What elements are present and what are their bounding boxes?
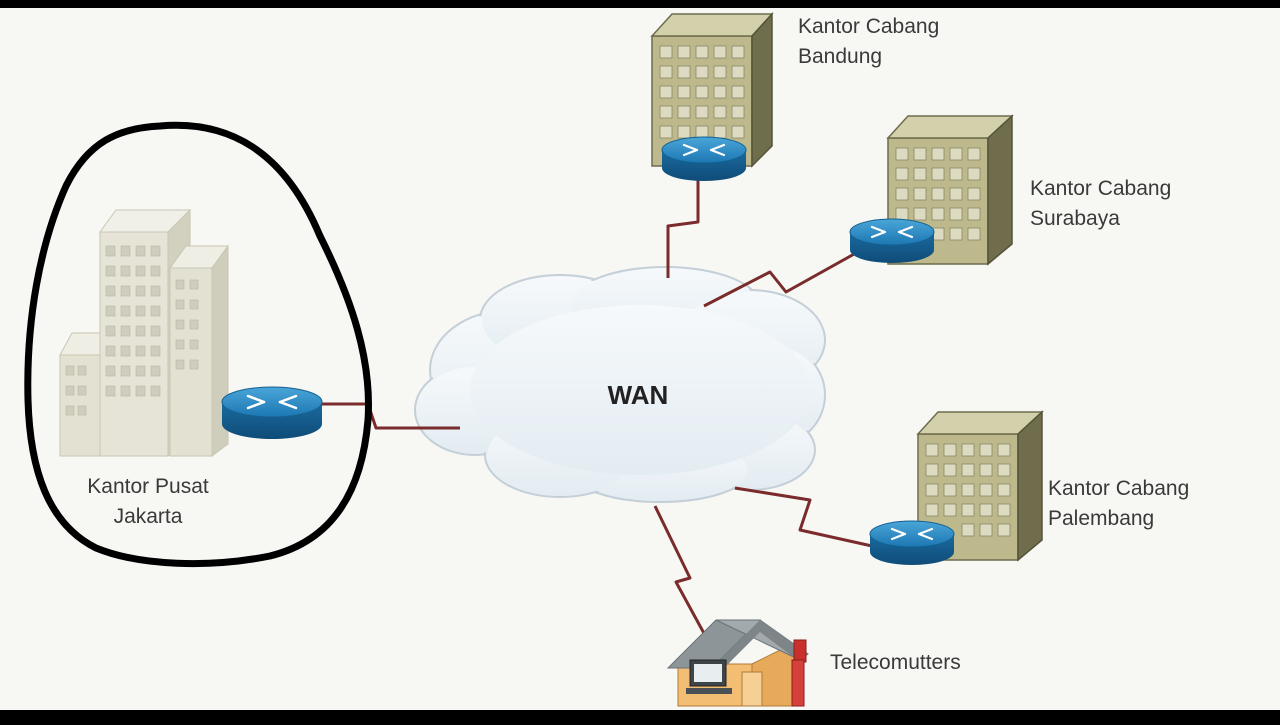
branch-label-bandung: Kantor Cabang Bandung bbox=[798, 12, 939, 72]
branch-label-palembang: Kantor Cabang Palembang bbox=[1048, 474, 1189, 534]
highlight-circle-hq bbox=[24, 121, 372, 568]
link-jakarta bbox=[318, 402, 460, 430]
branch-surabaya-line1: Kantor Cabang bbox=[1030, 177, 1172, 200]
wan-cloud bbox=[414, 266, 826, 503]
branch-building-surabaya bbox=[886, 114, 1014, 266]
hq-label: Kantor Pusat Jakarta bbox=[60, 472, 236, 532]
link-telecommuters bbox=[653, 505, 714, 649]
hq-building bbox=[59, 208, 229, 457]
branch-building-palembang bbox=[916, 410, 1044, 562]
hq-label-line2: Jakarta bbox=[113, 505, 183, 528]
branch-bandung-line1: Kantor Cabang bbox=[798, 15, 940, 38]
link-surabaya bbox=[703, 251, 857, 308]
branch-label-surabaya: Kantor Cabang Surabaya bbox=[1030, 174, 1171, 234]
router-icon-bandung bbox=[661, 136, 747, 181]
telecommuters-label: Telecomutters bbox=[830, 651, 961, 674]
hq-label-line1: Kantor Pusat bbox=[87, 475, 209, 498]
link-palembang bbox=[734, 486, 873, 548]
wan-links bbox=[318, 178, 873, 649]
house-icon bbox=[666, 619, 809, 707]
branch-bandung-line2: Bandung bbox=[798, 45, 883, 68]
branch-palembang-line2: Palembang bbox=[1048, 507, 1155, 530]
branch-surabaya-line2: Surabaya bbox=[1030, 207, 1120, 230]
wan-label: WAN bbox=[607, 380, 669, 410]
branch-building-bandung bbox=[650, 12, 774, 168]
branch-palembang-line1: Kantor Cabang bbox=[1048, 477, 1190, 500]
router-icon-palembang bbox=[869, 520, 955, 565]
router-icon-jakarta bbox=[221, 386, 323, 439]
link-bandung bbox=[666, 178, 700, 278]
router-icon-surabaya bbox=[849, 218, 935, 263]
